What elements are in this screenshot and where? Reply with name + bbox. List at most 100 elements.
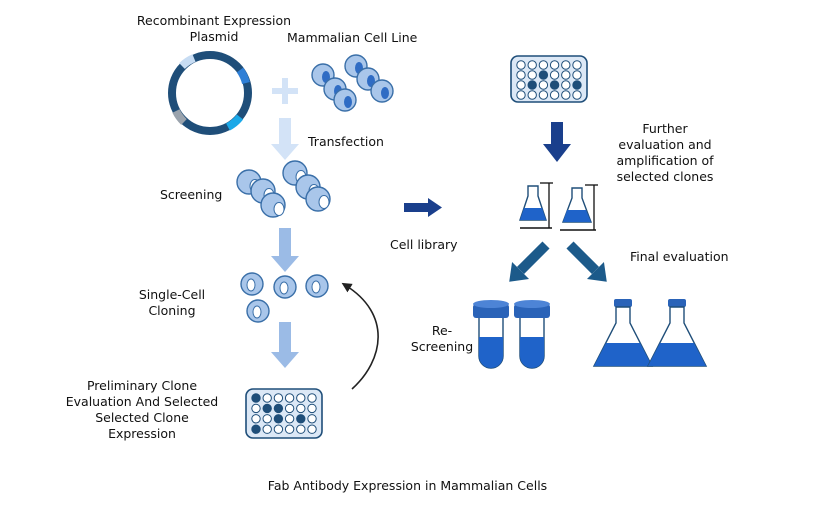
cell-icon	[333, 88, 357, 112]
well	[262, 424, 272, 434]
well	[561, 80, 571, 90]
well	[572, 70, 582, 80]
well	[307, 424, 317, 434]
well	[516, 60, 526, 70]
arrow-icon	[404, 198, 442, 217]
well	[572, 90, 582, 100]
cell-icon	[240, 272, 264, 296]
transfection-label: Transfection	[308, 134, 384, 149]
well	[251, 403, 261, 414]
flask-icon	[592, 299, 654, 367]
well	[307, 403, 317, 414]
well	[262, 403, 272, 414]
cell-icon	[246, 299, 270, 323]
well	[527, 70, 537, 80]
well	[516, 90, 526, 100]
well	[527, 80, 537, 90]
arrow-icon	[271, 118, 299, 160]
well	[516, 70, 526, 80]
loop-back-arrow	[341, 282, 379, 390]
well	[561, 90, 571, 100]
plasmid-label-line2: Plasmid	[189, 29, 239, 44]
flask-stand	[519, 182, 598, 231]
well	[307, 414, 317, 424]
well	[284, 424, 295, 434]
cell-icon	[305, 274, 329, 298]
further-label-line1: Further	[642, 121, 688, 136]
plasmid-ring-icon	[168, 51, 252, 135]
well	[527, 90, 537, 100]
plasmid-label: Recombinant Expression Plasmid	[122, 13, 306, 45]
arrow-icon	[271, 228, 299, 272]
well	[516, 80, 526, 90]
well	[284, 403, 295, 414]
flask-icon	[646, 299, 708, 367]
well	[296, 414, 306, 424]
cell-icon	[260, 192, 286, 218]
rescreening-label-line2: Screening	[410, 339, 474, 354]
well	[549, 70, 560, 80]
screening-label: Screening	[160, 187, 223, 202]
well	[538, 70, 549, 80]
well	[538, 80, 549, 90]
well	[262, 414, 272, 424]
flask-icon	[561, 187, 593, 223]
well	[262, 393, 272, 403]
further-evaluation-label: Further evaluation and amplification of …	[602, 121, 728, 185]
final-evaluation-label: Final evaluation	[630, 249, 729, 264]
well	[296, 403, 306, 414]
well	[538, 60, 549, 70]
well-plate-icon	[245, 388, 323, 439]
preliminary-label-line4: Expression	[108, 426, 176, 441]
screening-cell-cluster	[236, 160, 331, 218]
single-cell-label-line1: Single-Cell	[138, 287, 206, 302]
plasmid-label-line1: Recombinant Expression	[136, 13, 292, 28]
well	[284, 414, 295, 424]
well	[549, 60, 560, 70]
single-cell-label-line2: Cloning	[148, 303, 196, 318]
arrow-icon	[566, 241, 607, 282]
well	[549, 90, 560, 100]
cell-icon	[305, 186, 331, 212]
well	[538, 90, 549, 100]
test-tube-icon	[514, 300, 550, 369]
well	[273, 393, 284, 403]
well	[251, 414, 261, 424]
cell-icon	[273, 275, 297, 299]
cell-line-label: Mammalian Cell Line	[287, 30, 418, 45]
well	[273, 424, 284, 434]
preliminary-label-line2: Evaluation And Selected	[65, 394, 219, 409]
single-cell-row	[240, 272, 329, 323]
further-label-line4: selected clones	[616, 169, 714, 184]
further-label-line3: amplification of	[616, 153, 714, 168]
rescreening-label: Re- Screening	[405, 323, 479, 355]
well	[561, 70, 571, 80]
well	[572, 60, 582, 70]
plus-icon	[272, 78, 298, 104]
well	[307, 393, 317, 403]
well	[251, 424, 261, 434]
preliminary-label-line3: Selected Clone	[95, 410, 189, 425]
well	[251, 393, 261, 403]
single-cell-label: Single-Cell Cloning	[127, 287, 217, 319]
well	[296, 424, 306, 434]
well	[273, 414, 284, 424]
well	[527, 60, 537, 70]
well-plate-icon	[510, 55, 588, 103]
further-label-line2: evaluation and	[618, 137, 712, 152]
well	[273, 403, 284, 414]
arrow-icon	[543, 122, 571, 162]
well	[572, 80, 582, 90]
cell-icon	[370, 79, 394, 103]
preliminary-label-line1: Preliminary Clone	[86, 378, 198, 393]
cell-library-label: Cell library	[390, 237, 458, 252]
preliminary-label: Preliminary Clone Evaluation And Selecte…	[54, 378, 230, 442]
flask-icon	[519, 185, 547, 221]
figure-caption: Fab Antibody Expression in Mammalian Cel…	[267, 478, 548, 493]
well	[284, 393, 295, 403]
well	[296, 393, 306, 403]
mammalian-cell-cluster	[311, 54, 394, 112]
rescreening-label-line1: Re-	[431, 323, 453, 338]
